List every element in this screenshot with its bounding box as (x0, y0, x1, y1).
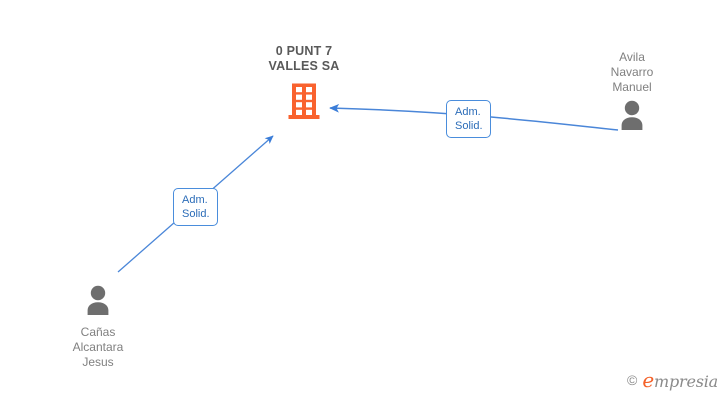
relation-label-adm-solid-left[interactable]: Adm. Solid. (173, 188, 218, 226)
person-icon (616, 99, 648, 136)
building-icon (287, 82, 321, 125)
watermark: © empresia (627, 368, 718, 392)
edge-person-right-to-company (329, 103, 619, 131)
person-node-canas-alcantara-jesus[interactable]: Cañas Alcantara Jesus (38, 284, 158, 370)
company-title: 0 PUNT 7 VALLES SA (268, 44, 340, 73)
person-icon (82, 284, 114, 321)
brand-rest: mpresia (654, 372, 718, 391)
person-icon-wrap (572, 99, 692, 136)
copyright-icon: © (627, 372, 638, 388)
person-name: Cañas Alcantara Jesus (72, 325, 124, 369)
person-icon-wrap (38, 284, 158, 321)
person-name: Avila Navarro Manuel (610, 50, 654, 94)
company-node[interactable]: 0 PUNT 7 VALLES SA (234, 44, 374, 125)
person-node-avila-navarro-manuel[interactable]: Avila Navarro Manuel (572, 50, 692, 136)
brand-name: empresia (642, 368, 718, 392)
company-icon-wrap (234, 82, 374, 125)
relation-label-adm-solid-right[interactable]: Adm. Solid. (446, 100, 491, 138)
brand-initial: e (642, 368, 654, 392)
